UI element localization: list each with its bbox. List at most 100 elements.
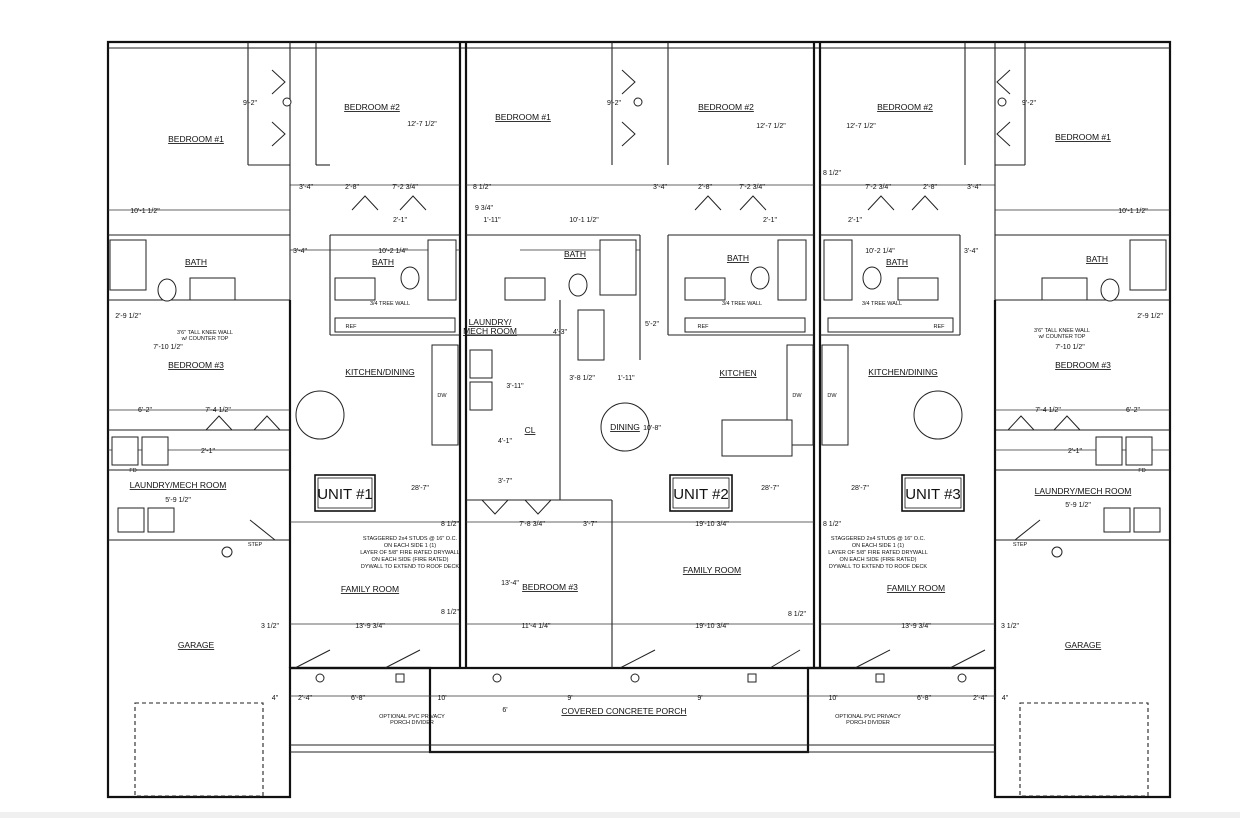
svg-text:2'-1": 2'-1"	[848, 217, 862, 224]
room-bedroom-2-u2: BEDROOM #2	[698, 102, 754, 112]
room-family-u3: FAMILY ROOM	[887, 583, 945, 593]
room-family-u1: FAMILY ROOM	[341, 584, 399, 594]
room-labels: BEDROOM #1 BEDROOM #2 BEDROOM #1 BEDROOM…	[130, 102, 1132, 716]
svg-text:2'-1": 2'-1"	[763, 217, 777, 224]
svg-text:12'-7 1/2": 12'-7 1/2"	[756, 123, 786, 130]
svg-text:REF: REF	[346, 324, 358, 330]
svg-text:3'6" TALL KNEE WALL: 3'6" TALL KNEE WALL	[1034, 328, 1090, 334]
svg-text:REF: REF	[698, 324, 710, 330]
room-bedroom-1-u1: BEDROOM #1	[168, 134, 224, 144]
svg-text:7'-4 1/2": 7'-4 1/2"	[1035, 407, 1061, 414]
svg-text:2'-1": 2'-1"	[201, 448, 215, 455]
svg-text:10': 10'	[437, 695, 446, 702]
svg-text:10'-8": 10'-8"	[643, 425, 661, 432]
room-garage-u1: GARAGE	[178, 640, 215, 650]
doors	[205, 69, 1081, 669]
svg-text:6'-8": 6'-8"	[351, 695, 365, 702]
dining-table-unit2	[600, 402, 650, 452]
room-kitchen-dining-u1: KITCHEN/DINING	[345, 367, 414, 377]
svg-text:ON EACH SIDE (FIRE RATED): ON EACH SIDE (FIRE RATED)	[372, 557, 449, 563]
svg-text:8 1/2": 8 1/2"	[441, 609, 460, 616]
svg-text:1'-11": 1'-11"	[617, 375, 635, 382]
svg-text:STAGGERED 2x4 STUDS @ 16" O.C.: STAGGERED 2x4 STUDS @ 16" O.C.	[363, 536, 458, 542]
svg-text:7'-2 3/4": 7'-2 3/4"	[392, 184, 418, 191]
dimension-labels: 9'-2" 12'-7 1/2" 9'-2" 12'-7 1/2" 12'-7 …	[115, 100, 1163, 714]
svg-text:3/4 TREE WALL: 3/4 TREE WALL	[722, 301, 762, 307]
tag-markers	[221, 97, 1063, 683]
svg-text:7'-10 1/2": 7'-10 1/2"	[1055, 344, 1085, 351]
svg-text:DW: DW	[792, 393, 802, 399]
unit-walls	[458, 42, 822, 668]
unit-label-2: UNIT #2	[673, 486, 729, 503]
svg-text:6'-2": 6'-2"	[138, 407, 152, 414]
svg-text:6'-2": 6'-2"	[1126, 407, 1140, 414]
svg-text:1'-11": 1'-11"	[483, 217, 501, 224]
svg-text:7'-8 3/4": 7'-8 3/4"	[519, 521, 545, 528]
svg-text:ON EACH SIDE 1 (1): ON EACH SIDE 1 (1)	[384, 543, 436, 549]
svg-text:3/4 TREE WALL: 3/4 TREE WALL	[862, 301, 902, 307]
room-kitchen-dining-u3: KITCHEN/DINING	[868, 367, 937, 377]
svg-text:10'-2 1/4": 10'-2 1/4"	[865, 248, 895, 255]
svg-text:3 1/2": 3 1/2"	[261, 623, 280, 630]
svg-text:3'-4": 3'-4"	[967, 184, 981, 191]
svg-text:REF: REF	[934, 324, 946, 330]
interior-walls	[108, 42, 1170, 668]
room-laundry-u1: LAUNDRY/MECH ROOM	[130, 480, 227, 490]
room-bath-u2b: BATH	[727, 253, 749, 263]
svg-text:3'6" TALL KNEE WALL: 3'6" TALL KNEE WALL	[177, 330, 233, 336]
svg-text:4'-3": 4'-3"	[553, 329, 567, 336]
room-laundry-u2a: LAUNDRY/	[469, 317, 512, 327]
svg-text:28'-7": 28'-7"	[411, 485, 429, 492]
room-bath-u1a: BATH	[185, 257, 207, 267]
svg-text:3'-7": 3'-7"	[498, 478, 512, 485]
room-bedroom-3-u3: BEDROOM #3	[1055, 360, 1111, 370]
svg-text:3'-8 1/2": 3'-8 1/2"	[569, 375, 595, 382]
svg-text:19'-10 3/4": 19'-10 3/4"	[695, 623, 729, 630]
room-porch: COVERED CONCRETE PORCH	[561, 706, 686, 716]
svg-text:9'-2": 9'-2"	[607, 100, 621, 107]
svg-text:ON EACH SIDE (FIRE RATED): ON EACH SIDE (FIRE RATED)	[840, 557, 917, 563]
svg-text:8 1/2": 8 1/2"	[788, 611, 807, 618]
notes: STAGGERED 2x4 STUDS @ 16" O.C. ON EACH S…	[129, 301, 1145, 726]
svg-text:9': 9'	[567, 695, 572, 702]
svg-text:13'-9 3/4": 13'-9 3/4"	[355, 623, 385, 630]
svg-text:9': 9'	[697, 695, 702, 702]
svg-text:9 3/4": 9 3/4"	[475, 205, 494, 212]
svg-text:PORCH DIVIDER: PORCH DIVIDER	[390, 720, 434, 726]
room-dining-u2: DINING	[610, 422, 640, 432]
svg-text:2'-9 1/2": 2'-9 1/2"	[1137, 313, 1163, 320]
svg-text:5'-9 1/2": 5'-9 1/2"	[1065, 502, 1091, 509]
room-laundry-u3: LAUNDRY/MECH ROOM	[1035, 486, 1132, 496]
svg-text:3'-7": 3'-7"	[583, 521, 597, 528]
room-closet-u2: CL	[525, 425, 536, 435]
svg-text:10'-2 1/4": 10'-2 1/4"	[378, 248, 408, 255]
svg-text:12'-7 1/2": 12'-7 1/2"	[407, 121, 437, 128]
unit-label-3: UNIT #3	[905, 486, 961, 503]
svg-text:13'-9 3/4": 13'-9 3/4"	[901, 623, 931, 630]
svg-text:6'-8": 6'-8"	[917, 695, 931, 702]
dimension-lines	[108, 184, 1170, 697]
room-bedroom-1-u3: BEDROOM #1	[1055, 132, 1111, 142]
svg-text:2'-8": 2'-8"	[345, 184, 359, 191]
svg-text:8 1/2": 8 1/2"	[823, 521, 842, 528]
svg-text:28'-7": 28'-7"	[761, 485, 779, 492]
svg-text:5'-2": 5'-2"	[645, 321, 659, 328]
svg-text:LAYER OF 5/8" FIRE RATED DRYWA: LAYER OF 5/8" FIRE RATED DRYWALL	[828, 550, 928, 556]
svg-text:STEP: STEP	[248, 542, 263, 548]
svg-text:7'-4 1/2": 7'-4 1/2"	[205, 407, 231, 414]
svg-text:3'-11": 3'-11"	[506, 383, 524, 390]
svg-text:3'-4": 3'-4"	[964, 248, 978, 255]
svg-text:FD: FD	[129, 468, 136, 474]
svg-text:OPTIONAL PVC PRIVACY: OPTIONAL PVC PRIVACY	[379, 714, 445, 720]
svg-text:2'-4": 2'-4"	[298, 695, 312, 702]
svg-text:DYWALL TO EXTEND TO ROOF DECK: DYWALL TO EXTEND TO ROOF DECK	[361, 564, 460, 570]
room-bedroom-3-u1: BEDROOM #3	[168, 360, 224, 370]
svg-text:LAYER OF 5/8" FIRE RATED DRYWA: LAYER OF 5/8" FIRE RATED DRYWALL	[360, 550, 460, 556]
svg-text:STEP: STEP	[1013, 542, 1028, 548]
fixtures	[109, 239, 1167, 797]
svg-text:9'-2": 9'-2"	[1022, 100, 1036, 107]
svg-text:2'-8": 2'-8"	[698, 184, 712, 191]
svg-text:FD: FD	[1138, 468, 1145, 474]
svg-text:10'-1 1/2": 10'-1 1/2"	[569, 217, 599, 224]
